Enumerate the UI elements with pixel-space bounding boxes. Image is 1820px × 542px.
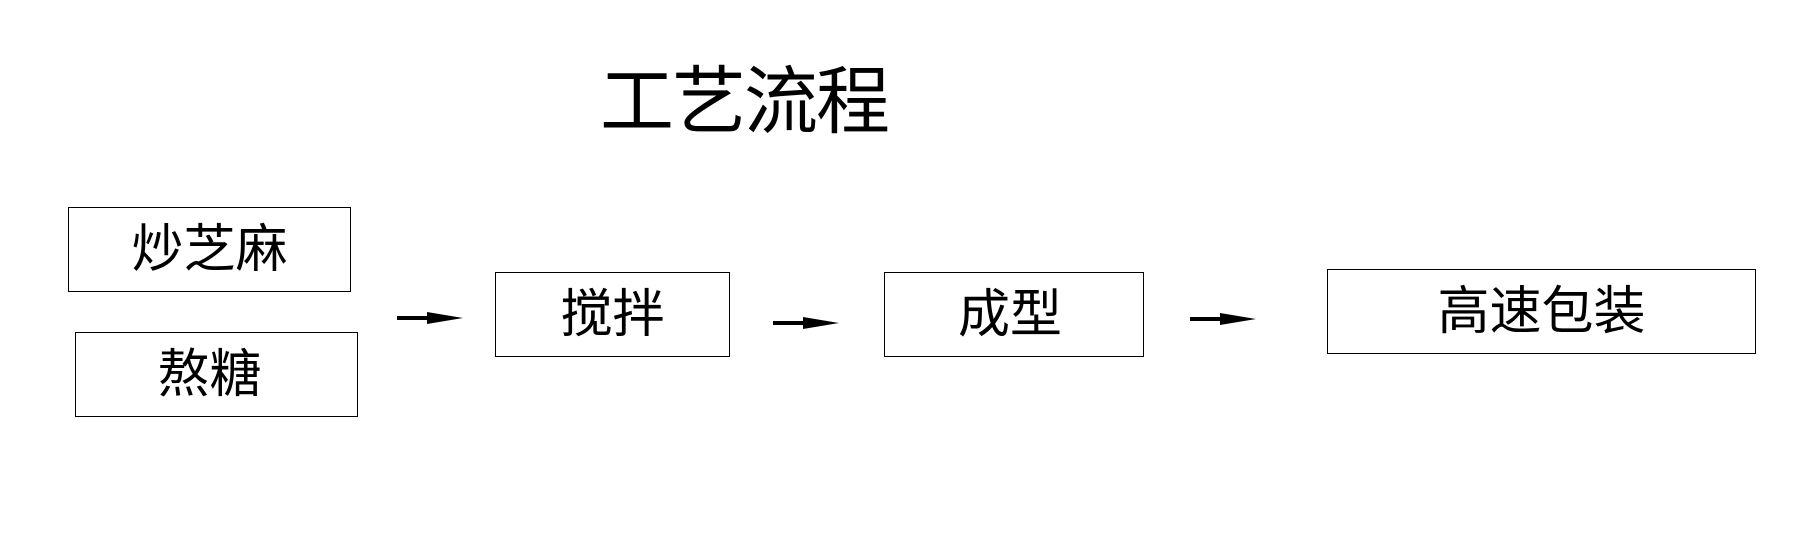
step-boil-sugar-box: 熬糖 — [75, 332, 358, 417]
step-shape-label: 成型 — [957, 284, 1062, 345]
arrow-to-stir — [397, 312, 463, 324]
arrow-to-shape — [773, 317, 839, 329]
step-packaging-label: 高速包装 — [1437, 281, 1646, 342]
step-roast-sesame-box: 炒芝麻 — [68, 207, 351, 292]
step-boil-sugar-label: 熬糖 — [157, 344, 262, 405]
arrow-to-packaging — [1190, 313, 1256, 325]
step-packaging-box: 高速包装 — [1327, 269, 1756, 354]
step-shape-box: 成型 — [884, 272, 1144, 357]
step-stir-label: 搅拌 — [560, 284, 665, 345]
step-stir-box: 搅拌 — [495, 272, 730, 357]
diagram-title: 工艺流程 — [600, 59, 890, 145]
step-roast-sesame-label: 炒芝麻 — [131, 219, 288, 280]
